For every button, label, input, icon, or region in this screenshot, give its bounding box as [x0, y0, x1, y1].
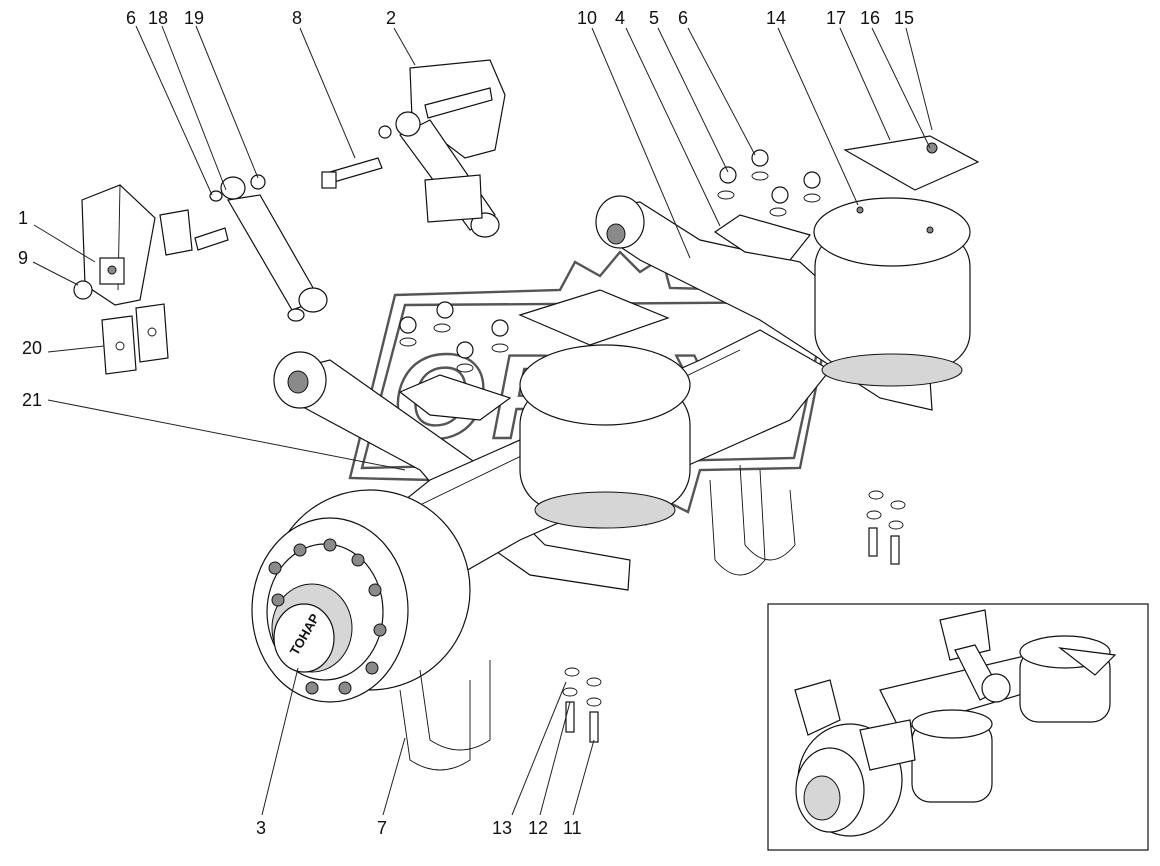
inset-assembled-view	[767, 603, 1149, 851]
left-shock-bracket	[73, 174, 328, 322]
callout-20: 20	[22, 338, 42, 358]
right-shock-bracket	[378, 59, 506, 238]
callout-12: 12	[528, 818, 548, 838]
air-spring-rear	[813, 197, 971, 387]
callout-5: 5	[649, 8, 659, 28]
callout-labels: 1 9 20 21 6 18 19 8 2 10 4 5 6 14 17 16 …	[18, 8, 914, 838]
callout-4: 4	[615, 8, 625, 28]
nuts-washers-top	[399, 149, 821, 373]
shim-plates	[101, 303, 169, 375]
bolt-8	[321, 157, 383, 189]
callout-11: 11	[563, 818, 582, 838]
callout-16: 16	[860, 8, 880, 28]
leader-lines	[32, 25, 933, 816]
callout-3: 3	[256, 818, 266, 838]
spring-top-plates	[518, 135, 980, 346]
mounting-brackets	[398, 214, 812, 421]
u-bolts	[399, 464, 796, 771]
callout-18: 18	[148, 8, 168, 28]
callout-13: 13	[492, 818, 512, 838]
callout-14: 14	[766, 8, 786, 28]
callout-6-left: 6	[126, 8, 136, 28]
callout-2: 2	[386, 8, 396, 28]
bolts-lower	[562, 490, 906, 743]
callout-21: 21	[22, 390, 42, 410]
callout-9: 9	[18, 248, 28, 268]
callout-7: 7	[377, 818, 387, 838]
brake-drum-hub: ТОНАР	[251, 489, 471, 703]
air-spring-front	[519, 344, 691, 529]
callout-8: 8	[292, 8, 302, 28]
callout-10: 10	[577, 8, 597, 28]
callout-6-right: 6	[678, 8, 688, 28]
callout-1: 1	[18, 208, 28, 228]
callout-15: 15	[894, 8, 914, 28]
callout-17: 17	[826, 8, 846, 28]
callout-19: 19	[184, 8, 204, 28]
